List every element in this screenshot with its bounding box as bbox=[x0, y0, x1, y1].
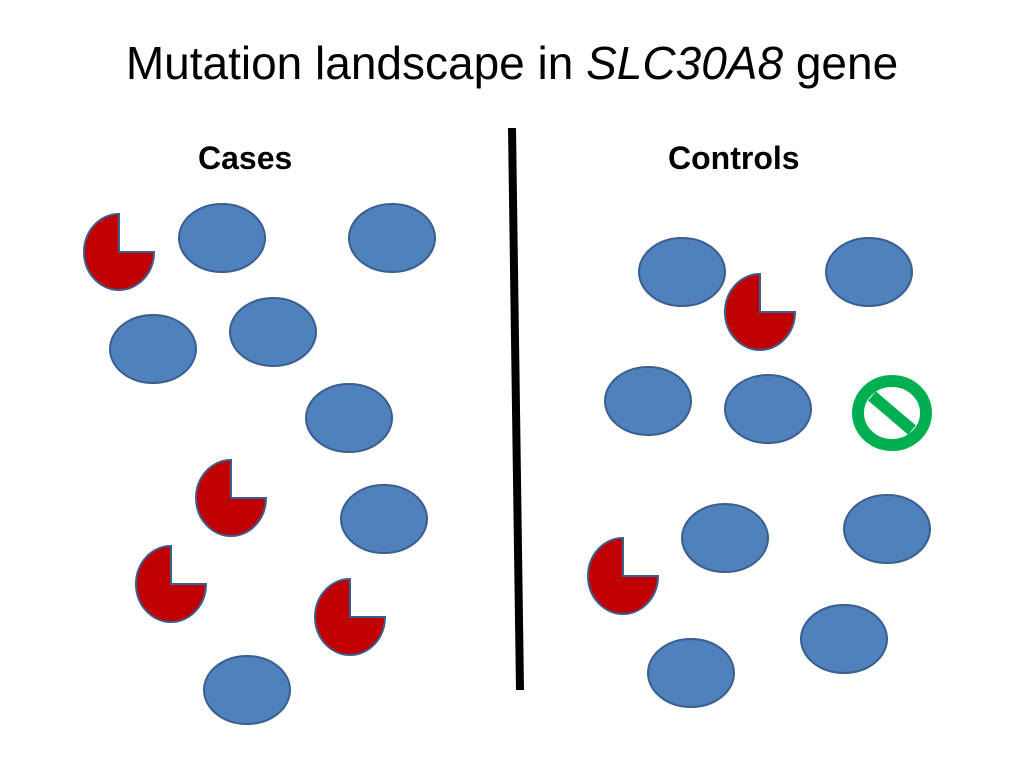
controls-header: Controls bbox=[668, 140, 800, 176]
blue-oval-icon bbox=[178, 203, 266, 273]
red-pacman-icon bbox=[314, 577, 387, 656]
red-pacman-icon bbox=[724, 272, 797, 351]
blue-oval-icon bbox=[825, 237, 913, 307]
group-divider bbox=[508, 127, 524, 691]
blue-oval-icon bbox=[647, 638, 735, 708]
red-pacman-icon bbox=[195, 458, 268, 537]
blue-oval-icon bbox=[681, 503, 769, 573]
gene-name: SLC30A8 bbox=[586, 37, 784, 89]
title-prefix: Mutation landscape in bbox=[125, 37, 587, 89]
blue-oval-icon bbox=[604, 366, 692, 436]
red-pacman-icon bbox=[135, 544, 208, 623]
blue-oval-icon bbox=[800, 604, 888, 674]
cases-group bbox=[83, 203, 436, 725]
blue-oval-icon bbox=[229, 297, 317, 367]
red-pacman-icon bbox=[587, 536, 660, 615]
green-no-symbol-icon bbox=[852, 375, 932, 451]
cases-header: Cases bbox=[198, 140, 293, 176]
blue-oval-icon bbox=[203, 655, 291, 725]
blue-oval-icon bbox=[109, 314, 197, 384]
title-suffix: gene bbox=[783, 37, 899, 89]
red-pacman-icon bbox=[83, 212, 156, 291]
slide-title: Mutation landscape in SLC30A8 gene bbox=[0, 36, 1024, 90]
blue-oval-icon bbox=[340, 484, 428, 554]
controls-group bbox=[587, 237, 932, 708]
blue-oval-icon bbox=[724, 374, 812, 444]
blue-oval-icon bbox=[638, 237, 726, 307]
blue-oval-icon bbox=[305, 383, 393, 453]
blue-oval-icon bbox=[843, 494, 931, 564]
blue-oval-icon bbox=[348, 203, 436, 273]
